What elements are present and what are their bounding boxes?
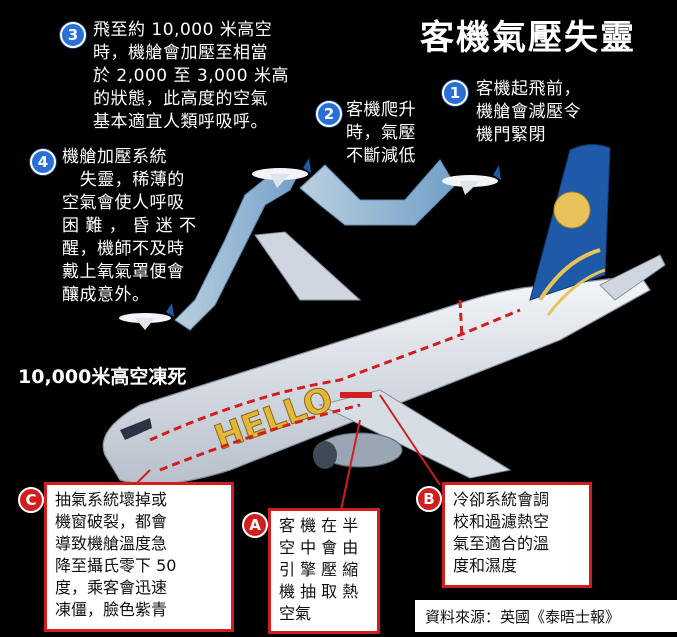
step-1-badge: 1 xyxy=(442,80,468,106)
airflow-lines xyxy=(149,308,521,442)
page-title: 客機氣壓失靈 xyxy=(420,18,636,58)
step-2-badge: 2 xyxy=(316,101,342,127)
step-2-text: 客機爬升 時，氣壓 不斷減低 xyxy=(346,100,416,166)
callout-a-badge: A xyxy=(242,512,268,538)
callout-c-badge: C xyxy=(18,487,44,513)
callout-b-badge: B xyxy=(416,486,442,512)
pointer-line-a xyxy=(339,419,361,516)
callout-c-box: 抽氣系統壞掉或 機窗破裂，都會 導致機艙溫度急 降至攝氏零下 50 度，乘客會迅… xyxy=(44,482,234,632)
aircraft-wing-far xyxy=(254,231,362,301)
callout-a-box: 客 機 在 半 空 中 會 由 引 擎 壓 縮 機 抽 取 熱 空氣 xyxy=(268,508,380,634)
flight-path-arrow xyxy=(299,159,456,226)
pointer-line-b xyxy=(379,394,441,486)
small-plane-icon xyxy=(442,165,501,195)
source-strip xyxy=(415,600,677,632)
small-plane-icon xyxy=(119,303,174,330)
small-plane-icon xyxy=(252,158,311,188)
flight-path-arrow xyxy=(174,169,301,331)
step-3-text: 飛至約 10,000 米高空 時，機艙會加壓至相當 於 2,000 至 3,00… xyxy=(93,20,289,132)
step-4-text: 機艙加壓系統 失靈，稀薄的 空氣會使人呼吸 困 難 ， 昏 迷 不 醒，機師不及… xyxy=(62,147,197,305)
step-1-text: 客機起飛前， 機艙會減壓令 機門緊閉 xyxy=(476,79,581,145)
freeze-label: 10,000米高空凍死 xyxy=(18,366,187,388)
callout-b-box: 冷卻系統會調 校和過濾熱空 氣至適合的溫 度和濕度 xyxy=(442,482,592,588)
tail-logo-icon xyxy=(553,191,591,229)
step-4-badge: 4 xyxy=(30,149,56,175)
step-3-badge: 3 xyxy=(60,22,86,48)
source-credit: 資料來源：英國《泰晤士報》 xyxy=(425,608,621,626)
